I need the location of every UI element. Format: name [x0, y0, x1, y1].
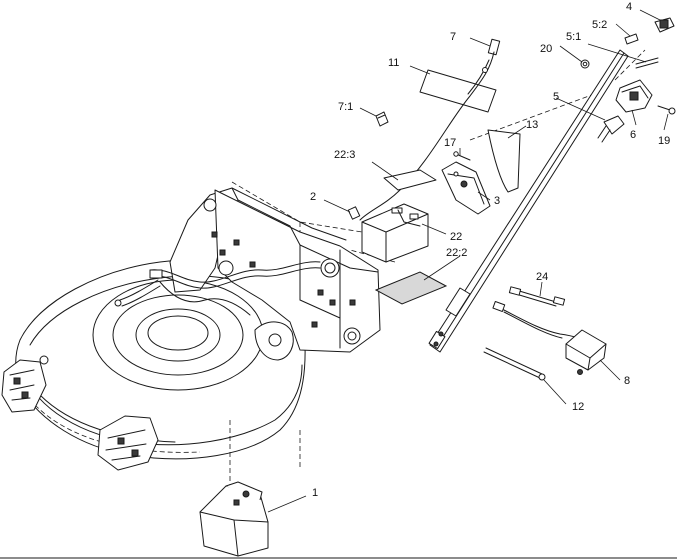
part-5-1-pin — [635, 57, 659, 69]
part-8-charger — [492, 300, 607, 375]
part-1-housing — [199, 481, 269, 557]
callout-19: 19 — [658, 135, 670, 147]
part-24-cable — [508, 286, 566, 307]
callout-12: 12 — [572, 401, 584, 413]
callout-7: 7 — [450, 31, 456, 43]
motor-housing-frame — [169, 181, 381, 353]
part-5-2-washer — [624, 33, 639, 45]
part-22-2-pad — [374, 271, 448, 305]
part-5-switch — [597, 115, 625, 143]
part-19-screw — [657, 105, 676, 115]
callout-11: 11 — [388, 57, 399, 69]
part-20-nut — [580, 59, 590, 69]
callout-7-1: 7:1 — [338, 101, 353, 113]
wheel-bracket-front — [97, 415, 159, 471]
part-11-label — [419, 69, 497, 113]
callout-13: 13 — [526, 119, 538, 131]
part-6-switch-housing — [615, 79, 653, 113]
callout-8: 8 — [624, 375, 630, 387]
callout-22-3: 22:3 — [334, 149, 355, 161]
part-7-1-clip — [375, 111, 389, 127]
callout-5-2: 5:2 — [592, 19, 607, 31]
callout-1: 1 — [312, 487, 318, 499]
callout-22-2: 22:2 — [446, 247, 467, 259]
part-7-connector — [487, 38, 501, 56]
callout-22: 22 — [450, 231, 462, 243]
mower-deck — [15, 259, 306, 460]
part-13-decal — [487, 129, 521, 193]
callout-20: 20 — [540, 43, 552, 55]
wheel-bracket-left — [1, 355, 49, 413]
callout-3: 3 — [494, 195, 500, 207]
callout-4: 4 — [626, 1, 632, 13]
callout-5-1: 5:1 — [566, 31, 581, 43]
callout-24: 24 — [536, 271, 548, 283]
callout-17: 17 — [444, 137, 456, 149]
part-2-fastener — [347, 206, 361, 220]
callout-labels: 4 5:2 5:1 20 7 11 5 7:1 13 6 19 17 22:3 … — [310, 1, 670, 499]
part-3-cover — [441, 161, 491, 215]
part-17-screw — [453, 151, 471, 161]
callout-6: 6 — [630, 129, 636, 141]
leader-lines — [267, 9, 669, 513]
wiring-harness — [114, 261, 321, 316]
part-4-knob — [654, 17, 675, 33]
part-22-battery — [361, 203, 429, 263]
callout-2: 2 — [310, 191, 316, 203]
callout-5: 5 — [553, 91, 559, 103]
part-11-cable — [359, 51, 495, 221]
part-12-rod — [483, 347, 546, 381]
part-22-3-pad — [383, 169, 437, 191]
